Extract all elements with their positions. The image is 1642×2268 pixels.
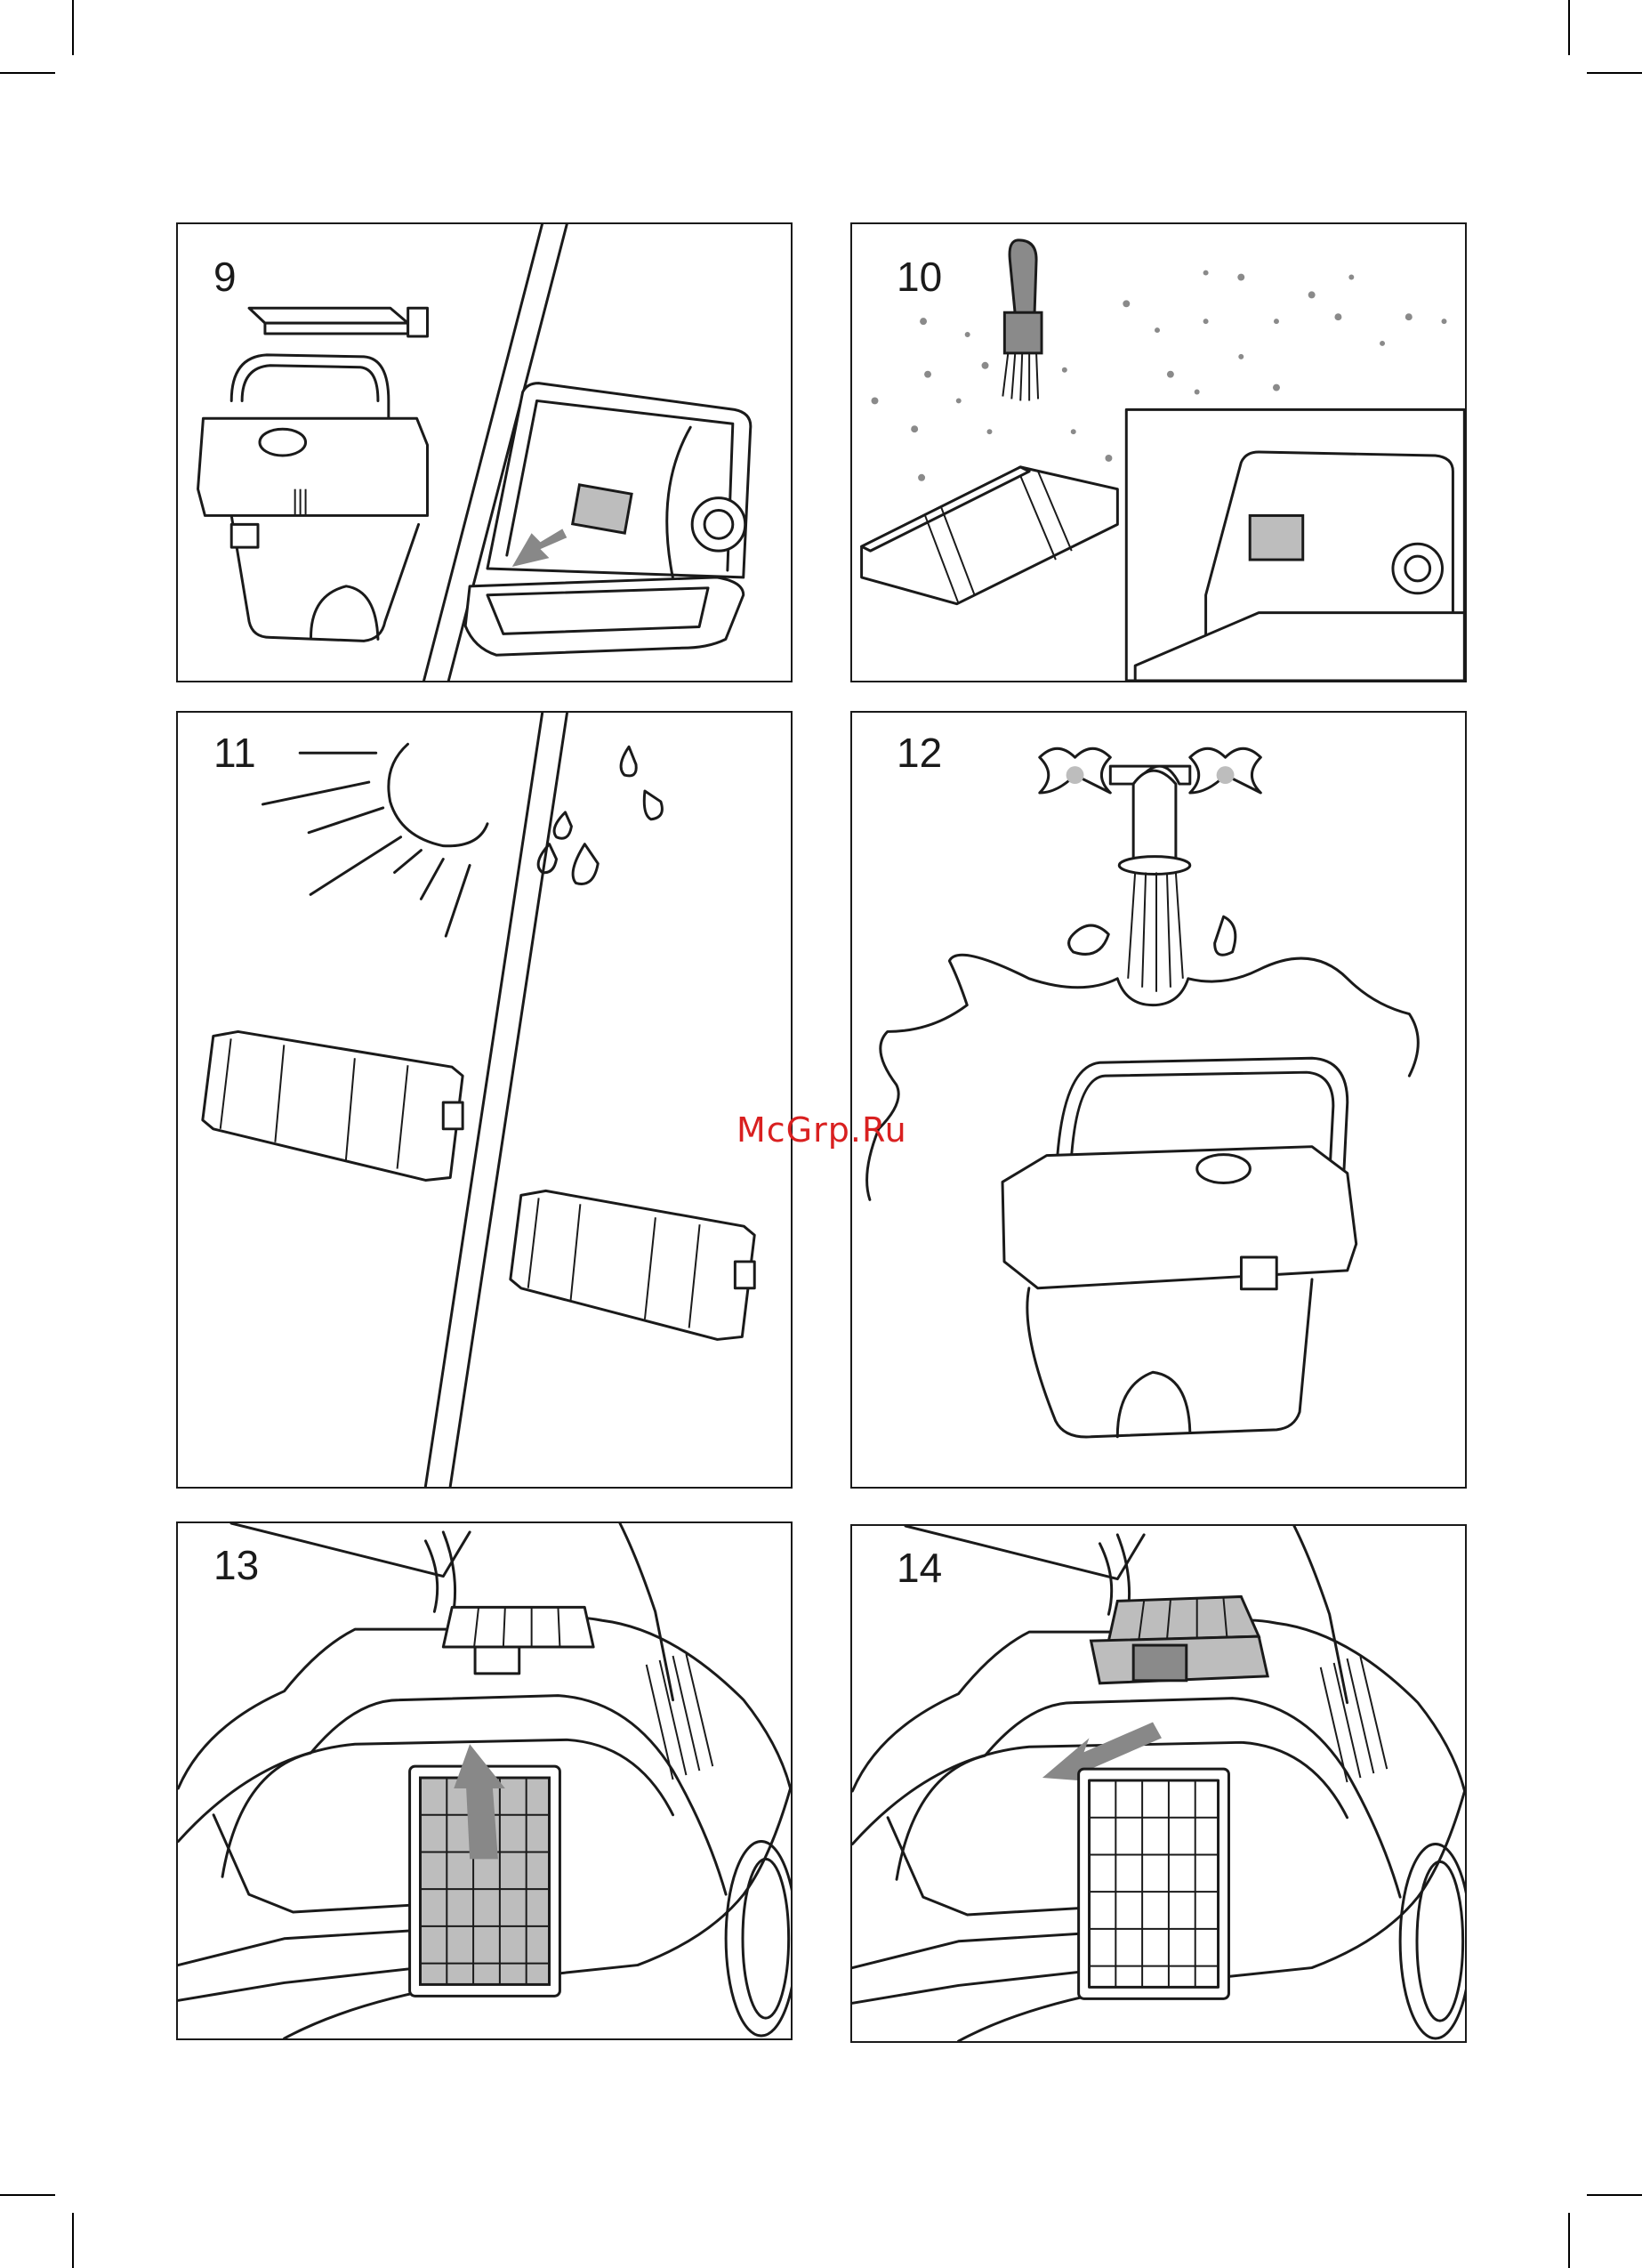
motor-filter xyxy=(443,1607,593,1673)
inset-open-container xyxy=(1126,409,1464,681)
crop-mark-tl-v xyxy=(72,0,74,55)
panel-step-9: 9 xyxy=(176,222,793,682)
sun-icon xyxy=(262,744,487,936)
step-13-illustration xyxy=(178,1523,791,2038)
crop-mark-tr-h xyxy=(1587,72,1642,74)
step-9-illustration xyxy=(178,224,791,681)
step-12-illustration xyxy=(852,713,1465,1487)
pleated-filter xyxy=(862,467,1118,604)
panel-step-13: 13 xyxy=(176,1521,793,2040)
crop-mark-br-v xyxy=(1568,2213,1570,2268)
crop-mark-br-h xyxy=(1587,2194,1642,2196)
dust-container-closed xyxy=(198,355,428,641)
filter-drying xyxy=(203,1031,463,1180)
crop-mark-bl-h xyxy=(0,2194,55,2196)
panel-step-14: 14 xyxy=(850,1524,1467,2043)
panel-step-10: 10 xyxy=(850,222,1467,682)
step-14-illustration xyxy=(852,1526,1465,2041)
water-drops-icon xyxy=(538,747,662,884)
step-number: 10 xyxy=(897,256,942,297)
water-stream xyxy=(1128,872,1183,991)
crop-mark-tl-h xyxy=(0,72,55,74)
filter-wet xyxy=(511,1190,754,1339)
watermark-text: McGrp.Ru xyxy=(736,1110,907,1150)
step-number: 12 xyxy=(897,732,942,773)
step-11-illustration xyxy=(178,713,791,1487)
panel-step-11: 11 xyxy=(176,711,793,1489)
step-number: 13 xyxy=(213,1545,259,1586)
filter-tray xyxy=(249,308,427,336)
faucet-icon xyxy=(1040,748,1261,874)
panel-step-12: 12 xyxy=(850,711,1467,1489)
step-10-illustration xyxy=(852,224,1465,681)
cleaning-brush xyxy=(1002,240,1042,401)
dust-container-open xyxy=(465,383,751,656)
step-number: 14 xyxy=(897,1547,942,1588)
exhaust-filter xyxy=(1079,1769,1229,1998)
step-number: 9 xyxy=(213,256,237,297)
crop-mark-tr-v xyxy=(1568,0,1570,55)
motor-filter-pulled xyxy=(1091,1596,1268,1683)
crop-mark-bl-v xyxy=(72,2213,74,2268)
dust-container xyxy=(1002,1058,1356,1437)
step-number: 11 xyxy=(213,732,256,773)
